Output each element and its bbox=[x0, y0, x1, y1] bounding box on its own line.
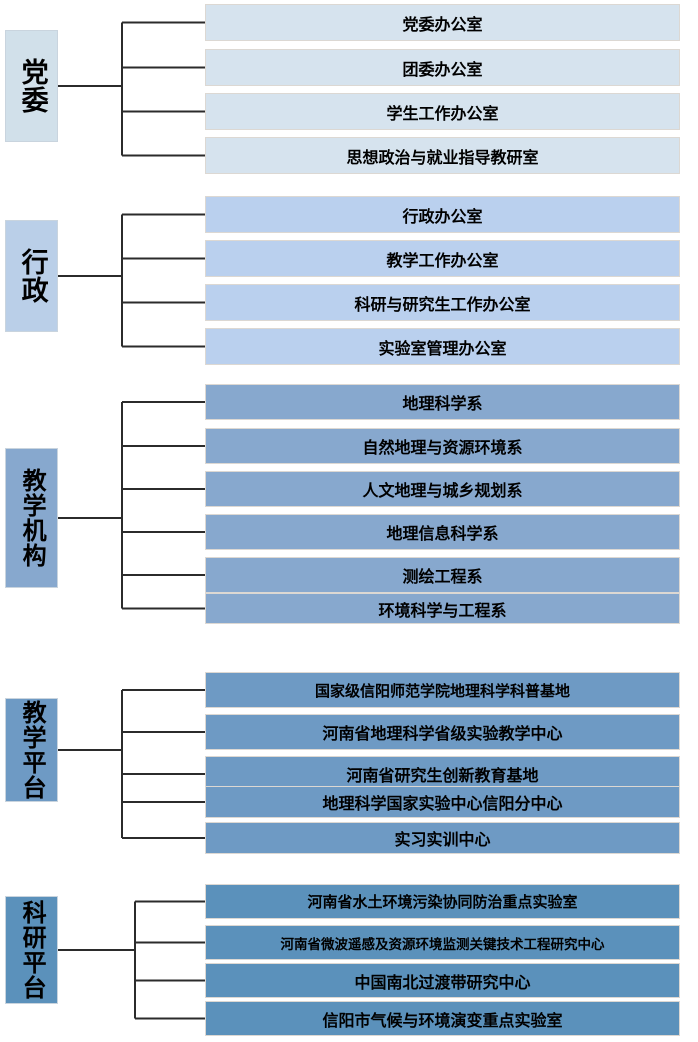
child-node[interactable]: 信阳市气候与环境演变重点实验室 bbox=[205, 1001, 680, 1036]
child-node-label: 地理信息科学系 bbox=[386, 524, 499, 543]
parent-node-teaching-platform[interactable]: 教学平台 bbox=[5, 698, 58, 802]
child-node-label: 信阳市气候与环境演变重点实验室 bbox=[322, 1010, 563, 1030]
child-node[interactable]: 思想政治与就业指导教研室 bbox=[205, 137, 680, 174]
parent-node-label: 教学平台 bbox=[18, 700, 47, 800]
parent-node-label: 科研平台 bbox=[18, 900, 47, 1000]
child-node-label: 国家级信阳师范学院地理科学科普基地 bbox=[314, 681, 570, 700]
child-node-label: 实习实训中心 bbox=[394, 830, 491, 849]
child-node-label: 自然地理与资源环境系 bbox=[362, 438, 523, 457]
parent-node-label: 党委 bbox=[16, 58, 48, 114]
child-node[interactable]: 教学工作办公室 bbox=[205, 240, 680, 277]
child-node[interactable]: 地理信息科学系 bbox=[205, 514, 680, 550]
parent-node-research-platform[interactable]: 科研平台 bbox=[5, 896, 58, 1004]
child-node-label: 人文地理与城乡规划系 bbox=[362, 481, 523, 500]
child-node-label: 教学工作办公室 bbox=[386, 250, 499, 270]
parent-node-label: 行政 bbox=[16, 248, 48, 304]
parent-node-teaching-organizations[interactable]: 教学机构 bbox=[5, 448, 58, 588]
child-node-label: 河南省水土环境污染协同防治重点实验室 bbox=[307, 893, 578, 911]
child-node-label: 党委办公室 bbox=[402, 14, 483, 34]
child-node-label: 学生工作办公室 bbox=[386, 103, 499, 123]
child-node[interactable]: 国家级信阳师范学院地理科学科普基地 bbox=[205, 672, 680, 708]
child-node-label: 河南省研究生创新教育基地 bbox=[346, 766, 539, 785]
child-node-label: 地理科学系 bbox=[402, 394, 483, 413]
child-node[interactable]: 环境科学与工程系 bbox=[205, 593, 680, 624]
child-node-label: 环境科学与工程系 bbox=[378, 600, 507, 620]
child-node-label: 河南省微波遥感及资源环境监测关键技术工程研究中心 bbox=[280, 936, 605, 953]
child-node-label: 河南省地理科学省级实验教学中心 bbox=[322, 724, 563, 743]
child-node[interactable]: 人文地理与城乡规划系 bbox=[205, 471, 680, 507]
child-node[interactable]: 地理科学国家实验中心信阳分中心 bbox=[205, 786, 680, 818]
child-node[interactable]: 河南省水土环境污染协同防治重点实验室 bbox=[205, 884, 680, 919]
child-node[interactable]: 学生工作办公室 bbox=[205, 93, 680, 130]
child-node-label: 思想政治与就业指导教研室 bbox=[346, 147, 539, 167]
child-node[interactable]: 河南省微波遥感及资源环境监测关键技术工程研究中心 bbox=[205, 925, 680, 960]
child-node[interactable]: 党委办公室 bbox=[205, 4, 680, 41]
child-node-label: 行政办公室 bbox=[402, 206, 483, 226]
child-node[interactable]: 行政办公室 bbox=[205, 196, 680, 233]
child-node[interactable]: 科研与研究生工作办公室 bbox=[205, 284, 680, 321]
child-node[interactable]: 团委办公室 bbox=[205, 49, 680, 86]
parent-node-party-committee[interactable]: 党委 bbox=[5, 30, 58, 142]
child-node-label: 测绘工程系 bbox=[402, 567, 483, 586]
child-node[interactable]: 实验室管理办公室 bbox=[205, 328, 680, 365]
child-node[interactable]: 地理科学系 bbox=[205, 384, 680, 420]
child-node-label: 科研与研究生工作办公室 bbox=[354, 294, 531, 314]
child-node-label: 团委办公室 bbox=[402, 59, 483, 79]
child-node[interactable]: 中国南北过渡带研究中心 bbox=[205, 963, 680, 998]
child-node-label: 中国南北过渡带研究中心 bbox=[354, 972, 531, 992]
child-node-label: 实验室管理办公室 bbox=[378, 338, 507, 358]
parent-node-label: 教学机构 bbox=[18, 468, 47, 568]
child-node[interactable]: 自然地理与资源环境系 bbox=[205, 428, 680, 464]
child-node-label: 地理科学国家实验中心信阳分中心 bbox=[322, 794, 563, 813]
child-node[interactable]: 测绘工程系 bbox=[205, 557, 680, 593]
parent-node-administration[interactable]: 行政 bbox=[5, 220, 58, 332]
child-node[interactable]: 实习实训中心 bbox=[205, 822, 680, 854]
child-node[interactable]: 河南省地理科学省级实验教学中心 bbox=[205, 714, 680, 750]
